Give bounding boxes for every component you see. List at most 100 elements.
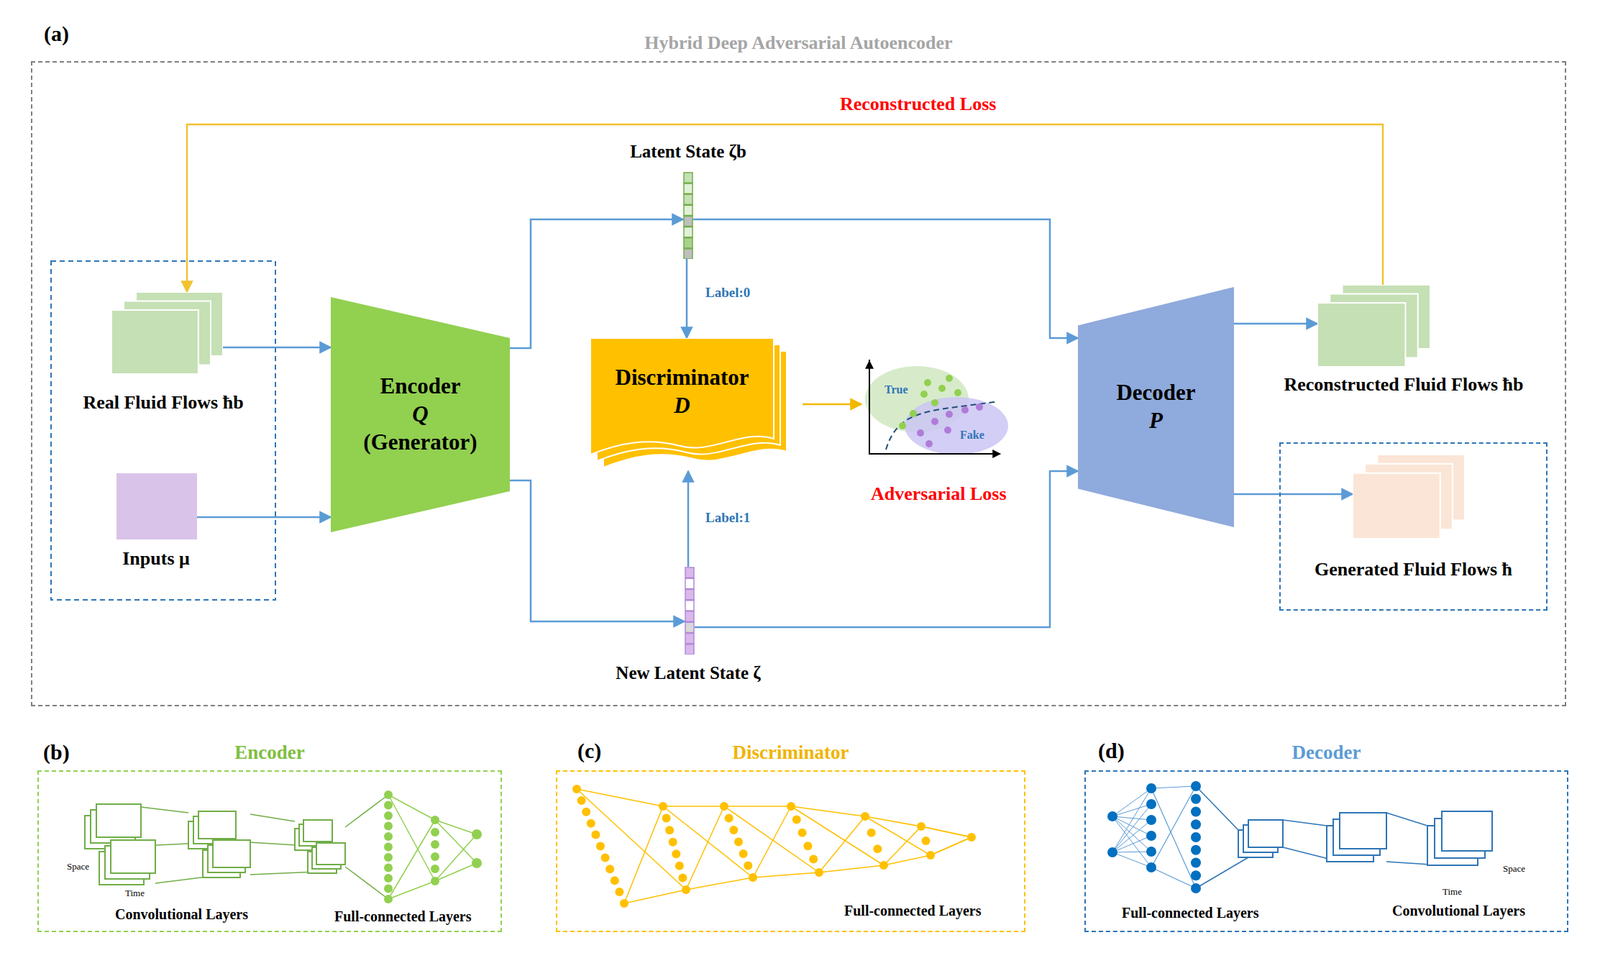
feature-map [212, 839, 251, 868]
neuron [786, 801, 796, 811]
edge-label: Reconstructed Loss [837, 92, 999, 116]
layer-link [1151, 785, 1196, 868]
neuron [591, 830, 600, 840]
layer-link [435, 834, 477, 881]
layer-link [250, 814, 295, 822]
neuron [1107, 847, 1118, 858]
shape-stroke [685, 567, 694, 578]
shape-stroke [111, 309, 199, 374]
neuron [1190, 832, 1201, 843]
neuron [1146, 846, 1157, 857]
feature-map [1441, 811, 1493, 851]
layer-link [388, 819, 436, 899]
connector [693, 219, 1078, 338]
neuron [662, 814, 671, 823]
neuron [671, 849, 681, 858]
neuron [808, 855, 818, 864]
shape-stroke [683, 227, 693, 238]
node-caption: New Latent State ζ [591, 663, 786, 684]
layer-link [388, 880, 436, 899]
neuron [734, 837, 743, 847]
neuron [1190, 844, 1201, 856]
neuron [739, 849, 748, 858]
neuron [384, 832, 393, 841]
shape-stroke [685, 622, 694, 633]
neuron [384, 884, 393, 894]
latent-bar [683, 171, 694, 259]
neuron [1190, 819, 1201, 830]
neuron [601, 852, 610, 862]
shape-stroke [590, 337, 774, 455]
feature-map [316, 842, 346, 865]
layer-link [1112, 816, 1152, 852]
layer-link [1112, 851, 1152, 853]
neuron [572, 784, 582, 794]
encoder-panel: Encoder [37, 770, 502, 932]
node-caption: Inputs μ [94, 547, 218, 570]
neuron [1146, 830, 1157, 841]
neuron [384, 811, 393, 820]
neuron [430, 876, 440, 886]
neuron [916, 821, 926, 831]
neuron [384, 801, 393, 810]
neuron [1190, 793, 1201, 804]
panel-title: Decoder [1085, 741, 1567, 764]
shape-stroke [683, 172, 693, 183]
neuron [879, 860, 889, 870]
annotation-label: Time [125, 887, 145, 899]
inputs-box: Inputs μ [94, 468, 218, 577]
neuron [384, 863, 393, 873]
layer-link [819, 865, 884, 873]
neuron [668, 837, 678, 847]
shape-stroke [683, 194, 693, 205]
neuron [798, 828, 807, 838]
node-caption: Reconstructed Fluid Flows ħb [1252, 373, 1555, 396]
connector [509, 480, 685, 622]
neuron [384, 821, 393, 831]
connector [694, 471, 1078, 628]
model-frame: Hybrid Deep Adversarial AutoencoderReal … [30, 61, 1567, 707]
annotation-label: Space [66, 860, 90, 873]
annotation-label: Full-connected Layers [334, 907, 472, 925]
neuron [586, 819, 596, 828]
feature-map [96, 803, 141, 838]
connector [1233, 322, 1318, 326]
neuron [430, 815, 440, 825]
neuron [748, 872, 758, 882]
feature-map [1248, 819, 1283, 848]
annotation-label: (d) [1098, 737, 1125, 764]
layer-link [624, 889, 687, 904]
feature-map [1339, 812, 1387, 849]
layer-link [686, 806, 725, 890]
neuron [1146, 783, 1157, 794]
annotation-label: Space [1502, 862, 1526, 875]
layer-link [1386, 812, 1428, 826]
annotation-label: True [884, 382, 909, 397]
layer-link [1112, 835, 1152, 853]
neuron [1190, 780, 1201, 792]
text-holder: EncoderQ(Generator) [330, 296, 510, 533]
neuron [581, 807, 591, 817]
frame-title: Hybrid Deep Adversarial Autoencoder [32, 32, 1565, 54]
flow-field-stack [111, 291, 223, 374]
layer-link [883, 826, 922, 866]
neuron [1146, 798, 1157, 809]
shape-stroke [683, 204, 693, 216]
layer-link [930, 837, 972, 856]
layer-link [1112, 816, 1152, 836]
layer-link [1195, 857, 1249, 889]
latent-vector: Latent State ζb [591, 141, 786, 261]
layer-link [435, 862, 477, 881]
neuron [658, 801, 668, 811]
neuron [729, 825, 738, 835]
flow-field-stack [1317, 284, 1431, 367]
shape-stroke [683, 216, 693, 227]
neuron [1107, 811, 1118, 822]
neuron [803, 841, 812, 850]
panel-title: Discriminator [557, 741, 1024, 764]
layer-link [791, 806, 866, 817]
layer-link [1112, 816, 1152, 868]
connector [687, 471, 690, 567]
layer-link [1112, 852, 1152, 868]
neuron [619, 898, 629, 908]
